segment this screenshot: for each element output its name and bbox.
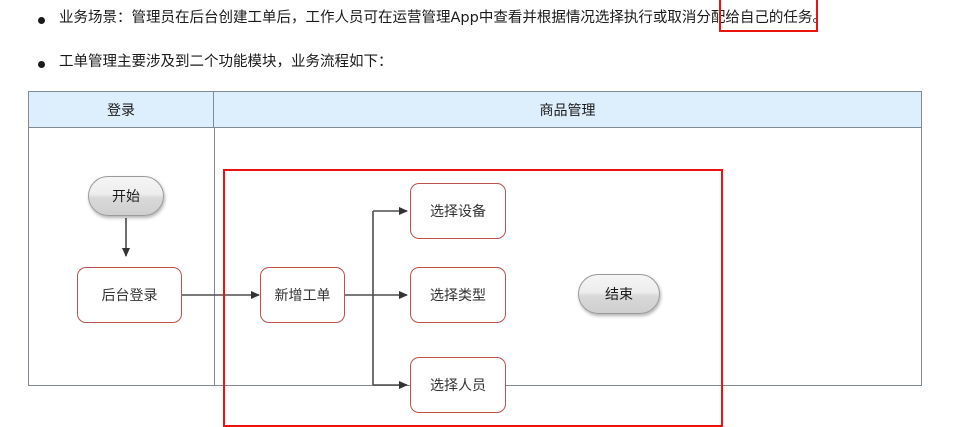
bullet-text-business-scenario: 业务场景：管理员在后台创建工单后，工作人员可在运营管理App中查看并根据情况选择… bbox=[59, 10, 827, 26]
bullet-item-business-scenario: 业务场景：管理员在后台创建工单后，工作人员可在运营管理App中查看并根据情况选择… bbox=[0, 0, 976, 46]
flow-node-end[interactable]: 结束 bbox=[578, 274, 660, 314]
bullet-list: 业务场景：管理员在后台创建工单后，工作人员可在运营管理App中查看并根据情况选择… bbox=[0, 0, 976, 90]
table-header-row: 登录 商品管理 bbox=[29, 92, 921, 128]
process-table: 登录 商品管理 bbox=[28, 91, 923, 427]
flow-node-admin-login[interactable]: 后台登录 bbox=[77, 267, 182, 323]
table-header-login: 登录 bbox=[29, 92, 214, 127]
flow-node-new-order-label: 新增工单 bbox=[274, 288, 331, 304]
column-divider bbox=[214, 128, 215, 386]
flow-node-pick-device[interactable]: 选择设备 bbox=[410, 183, 506, 239]
table-body: 开始 后台登录 新增工单 选择设备 选择类型 选择人员 bbox=[29, 128, 923, 427]
bullet-dot-icon bbox=[38, 17, 45, 24]
flow-node-start[interactable]: 开始 bbox=[88, 176, 164, 216]
flow-node-admin-login-label: 后台登录 bbox=[101, 288, 158, 304]
bullet-text-module-overview: 工单管理主要涉及到二个功能模块，业务流程如下： bbox=[59, 54, 393, 70]
flowchart-canvas: 开始 后台登录 新增工单 选择设备 选择类型 选择人员 bbox=[29, 128, 923, 427]
flow-node-pick-person[interactable]: 选择人员 bbox=[410, 357, 506, 413]
flow-node-new-order[interactable]: 新增工单 bbox=[260, 267, 345, 323]
flow-node-pick-person-label: 选择人员 bbox=[430, 378, 486, 394]
flow-node-end-label: 结束 bbox=[605, 287, 633, 303]
flow-node-pick-device-label: 选择设备 bbox=[430, 204, 486, 220]
bullet-item-module-overview: 工单管理主要涉及到二个功能模块，业务流程如下： bbox=[0, 46, 976, 90]
flowchart-connectors bbox=[122, 207, 408, 389]
flow-node-start-label: 开始 bbox=[112, 189, 140, 205]
flow-node-pick-type[interactable]: 选择类型 bbox=[410, 267, 506, 323]
bullet-dot-icon bbox=[38, 61, 45, 68]
flow-node-pick-type-label: 选择类型 bbox=[430, 288, 486, 304]
table-header-goods-management: 商品管理 bbox=[214, 92, 921, 127]
